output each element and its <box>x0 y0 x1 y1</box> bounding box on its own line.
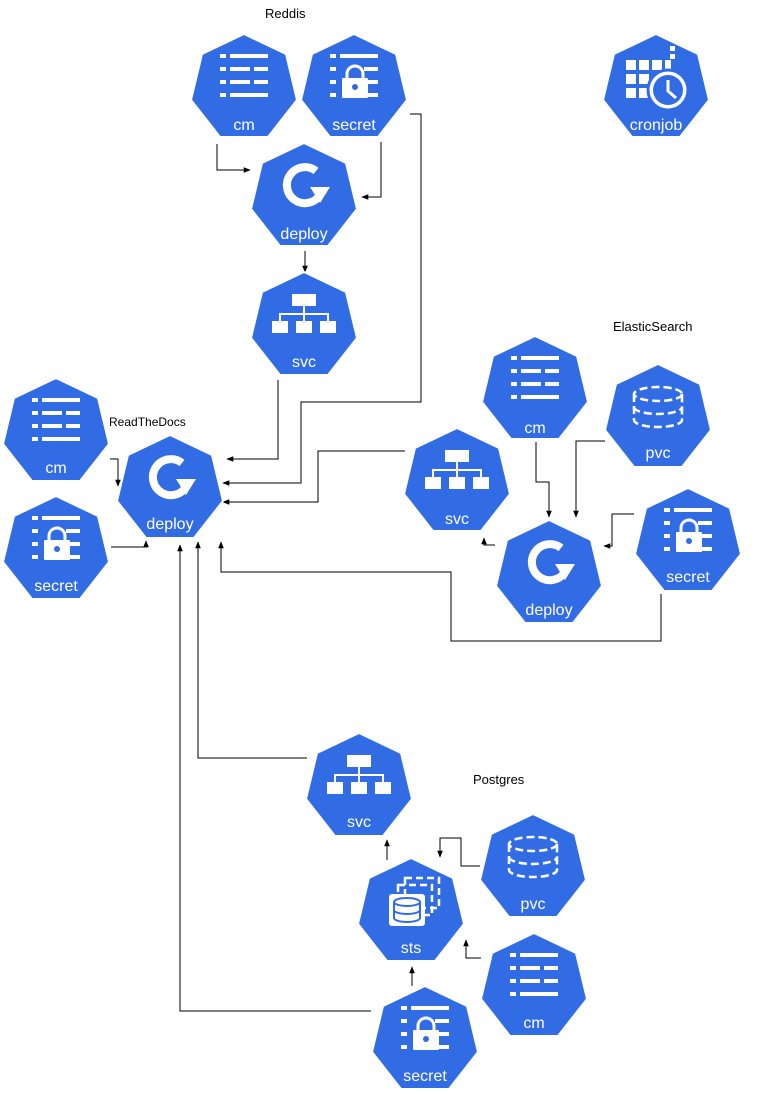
edge-reddis-secret-to-rtd-deploy <box>222 113 422 486</box>
pg-sts-node[interactable]: sts <box>357 857 465 962</box>
node-label: deploy <box>146 516 193 533</box>
node-label: pvc <box>521 896 546 913</box>
node-label: deploy <box>280 226 327 243</box>
edge-pg-secret-to-rtd-deploy <box>177 544 371 1012</box>
pg-svc-node[interactable]: svc <box>305 732 413 837</box>
es-deploy-node[interactable]: deploy <box>495 519 603 624</box>
edge-es-cm-to-deploy <box>535 442 552 518</box>
node-label: sts <box>401 940 421 957</box>
rtd-deploy-node[interactable]: deploy <box>116 434 224 539</box>
edge-es-secret-to-rtd-deploy <box>218 541 662 642</box>
node-label: svc <box>347 814 371 831</box>
node-label: svc <box>292 354 316 371</box>
cronjob-node[interactable]: cronjob <box>602 33 710 138</box>
es-pvc-node[interactable]: pvc <box>604 363 712 468</box>
edge-reddis-cm-to-deploy <box>216 144 251 173</box>
node-label: cm <box>45 460 66 477</box>
group-label-readthedocs: ReadTheDocs <box>109 415 186 429</box>
edge-pg-pvc-to-sts <box>437 837 480 867</box>
rtd-secret-node[interactable]: secret <box>2 495 110 600</box>
node-label: secret <box>403 1068 447 1085</box>
node-label: cronjob <box>630 117 683 134</box>
edge-es-secret-to-deploy <box>603 513 634 549</box>
group-label-postgres: Postgres <box>473 772 525 787</box>
node-label: cm <box>524 420 545 437</box>
pg-secret-node[interactable]: secret <box>371 985 479 1090</box>
node-label: secret <box>34 578 78 595</box>
edge-es-deploy-to-svc <box>481 537 495 546</box>
group-label-elasticsearch: ElasticSearch <box>613 319 692 334</box>
edge-rtd-cm-to-deploy <box>110 458 121 487</box>
es-cm-node[interactable]: cm <box>481 335 589 440</box>
node-label: deploy <box>525 602 572 619</box>
edge-pg-svc-to-rtd-deploy <box>195 541 307 759</box>
reddis-deploy-node[interactable]: deploy <box>250 142 358 247</box>
reddis-secret-node[interactable]: secret <box>300 33 408 138</box>
edge-es-svc-to-rtd-deploy <box>222 450 405 505</box>
rtd-cm-node[interactable]: cm <box>2 377 110 482</box>
node-label: secret <box>666 569 710 586</box>
pg-pvc-node[interactable]: pvc <box>479 813 587 918</box>
group-label-reddis: Reddis <box>265 6 306 21</box>
node-label: cm <box>523 1015 544 1032</box>
pg-cm-node[interactable]: cm <box>480 932 588 1037</box>
reddis-cm-node[interactable]: cm <box>190 33 298 138</box>
reddis-svc-node[interactable]: svc <box>250 271 358 376</box>
es-secret-node[interactable]: secret <box>634 487 742 592</box>
es-svc-node[interactable]: svc <box>403 427 511 532</box>
edge-reddis-svc-to-rtd-deploy <box>226 380 279 462</box>
node-label: cm <box>233 117 254 134</box>
node-label: secret <box>332 117 376 134</box>
edge-pg-cm-to-sts <box>463 939 481 959</box>
edge-reddis-secret-to-deploy <box>361 142 382 200</box>
node-label: pvc <box>646 445 671 462</box>
edge-rtd-secret-to-deploy <box>111 540 149 548</box>
node-label: svc <box>445 511 469 528</box>
edge-es-pvc-to-deploy <box>573 440 605 518</box>
